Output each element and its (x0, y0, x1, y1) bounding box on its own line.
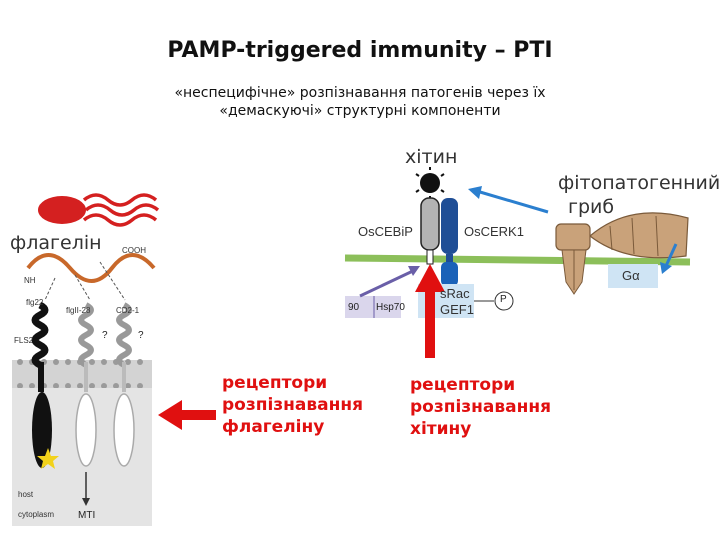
flagellin-receptor-line-1: рецептори (222, 373, 328, 393)
oscebip-label: OsCEBiP (358, 224, 413, 239)
hsp90-label: 90 (348, 302, 360, 313)
flg22-label: flg22 (26, 298, 44, 307)
plant-membrane (344, 254, 691, 266)
bacterium-illustration (38, 193, 160, 227)
phosphate-label: P (500, 294, 507, 305)
fls2-label: FLS2 (14, 336, 34, 345)
flagellin-receptor-label: рецептори розпізнавання флагеліну (222, 372, 363, 438)
fls2-receptor (31, 301, 59, 469)
osrac-label: sRac (440, 286, 470, 301)
flagellin-wave (26, 253, 156, 283)
cytoplasm-label: cytoplasm (18, 510, 55, 519)
flagellin-label: флагелін (10, 232, 102, 254)
cooh-label: COOH (122, 246, 146, 255)
chitin-label: хітин (405, 146, 458, 168)
unknown-receptor-2 (113, 302, 135, 467)
chitin-receptor-label: рецептори розпізнавання хітину (410, 374, 551, 440)
cd21-label: CD2-1 (116, 306, 140, 315)
host-label: host (18, 490, 34, 499)
flgii28-label: flgII-28 (66, 306, 91, 315)
question-mark-2: ? (138, 330, 144, 341)
nh2-label: NH (24, 276, 36, 285)
hsp-box (345, 296, 401, 318)
chitin-receptor-line-3: хітину (410, 419, 472, 439)
chitin-molecule (420, 173, 440, 193)
g-alpha-label: Gα (622, 268, 640, 283)
page-title: PAMP-triggered immunity – PTI (167, 38, 553, 63)
pathogen-line-2: гриб (568, 196, 615, 218)
fungus-to-chitin-arrow (479, 190, 549, 214)
question-mark-1: ? (102, 330, 108, 341)
subtitle: «неспецифічне» розпізнавання патогенів ч… (120, 84, 600, 120)
hsp-arrow (359, 268, 416, 298)
flagellin-receptor-line-2: розпізнавання (222, 395, 364, 415)
oscerk1-label: OsCERK1 (464, 224, 524, 239)
epitope-connectors (44, 261, 126, 301)
gef1-label: GEF1 (440, 302, 474, 317)
pathogen-line-1: фітопатогенний (558, 172, 720, 194)
flagellin-receptor-line-3: флагеліну (222, 417, 325, 437)
phosphate-circle (494, 291, 514, 311)
unknown-receptor-1 (75, 302, 97, 467)
subtitle-line-2: «демаскуючі» структурні компоненти (219, 103, 501, 119)
subtitle-line-1: «неспецифічне» розпізнавання патогенів ч… (174, 85, 546, 101)
chitin-receptor-line-1: рецептори (410, 375, 516, 395)
oscebip-receptor (420, 197, 440, 265)
chitin-receptor-line-2: розпізнавання (410, 397, 552, 417)
g-alpha-box (608, 264, 658, 288)
flagellin-receptor-arrow (158, 400, 216, 430)
mti-label: MTI (78, 510, 96, 521)
hsp70-label: Hsp70 (376, 302, 405, 313)
chitin-receptor-arrow (415, 264, 445, 358)
oscerk1-receptor (441, 198, 458, 286)
fungus-illustration (555, 212, 689, 295)
